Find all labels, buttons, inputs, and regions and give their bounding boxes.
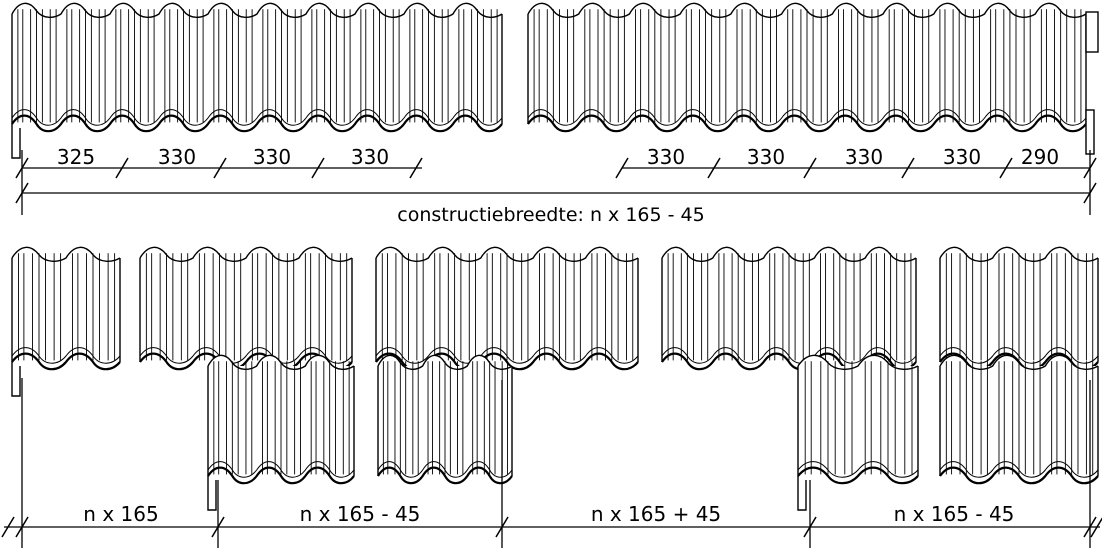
tick-mark (707, 157, 721, 179)
tick-mark (211, 516, 225, 538)
roof-tile (375, 246, 639, 371)
roof-tile (527, 2, 1087, 133)
dimension-label: n x 165 + 45 (591, 502, 721, 526)
tick-mark (1083, 157, 1097, 179)
module-label: 330 (747, 145, 785, 169)
roof-tile (797, 354, 919, 511)
bottom-dimension-labels: n x 165 n x 165 - 45 n x 165 + 45 n x 16… (83, 502, 1014, 526)
tick-mark (1083, 182, 1097, 204)
roof-tile (939, 354, 1099, 485)
dimension-label: n x 165 (83, 502, 158, 526)
roof-tile (11, 246, 121, 397)
dimension-label: n x 165 - 45 (894, 502, 1015, 526)
bottom-dimension-chain (4, 378, 1100, 548)
tick-mark (495, 516, 509, 538)
tick-mark (15, 516, 29, 538)
module-label: 330 (943, 145, 981, 169)
roof-tile (139, 246, 353, 371)
tick-mark (803, 157, 817, 179)
roof-tile-drawings (11, 2, 1099, 511)
roof-tile (377, 354, 513, 485)
tick-mark (15, 157, 29, 179)
top-dimension-chain (21, 150, 1091, 215)
module-label: 330 (253, 145, 291, 169)
dimension-label: n x 165 - 45 (300, 502, 421, 526)
tick-mark (901, 157, 915, 179)
roof-tile (207, 354, 355, 511)
tile-edge-flange (1085, 109, 1095, 155)
module-label: 290 (1021, 145, 1059, 169)
construction-width-caption: constructiebreedte: n x 165 - 45 (397, 204, 704, 226)
roof-tile (939, 246, 1099, 371)
tick-mark (15, 182, 29, 204)
roof-tile (661, 246, 917, 371)
tick-mark (803, 516, 817, 538)
tick-mark (1, 516, 15, 538)
roof-tile (11, 2, 503, 159)
module-label: 330 (647, 145, 685, 169)
tick-mark (615, 157, 629, 179)
module-label: 330 (158, 145, 196, 169)
tick-mark (311, 157, 325, 179)
tick-mark (115, 157, 129, 179)
tick-mark (999, 157, 1013, 179)
tick-mark (1083, 516, 1097, 538)
tick-mark (1090, 517, 1102, 538)
top-module-labels: 325 330 330 330 330 330 330 330 290 (57, 145, 1059, 169)
top-tick-marks (15, 157, 1097, 204)
module-label: 330 (845, 145, 883, 169)
module-label: 325 (57, 145, 95, 169)
bottom-tick-marks (1, 516, 1102, 538)
module-label: 330 (351, 145, 389, 169)
tick-mark (213, 157, 227, 179)
tile-edge-cap (1085, 11, 1099, 53)
tick-mark (409, 157, 423, 179)
